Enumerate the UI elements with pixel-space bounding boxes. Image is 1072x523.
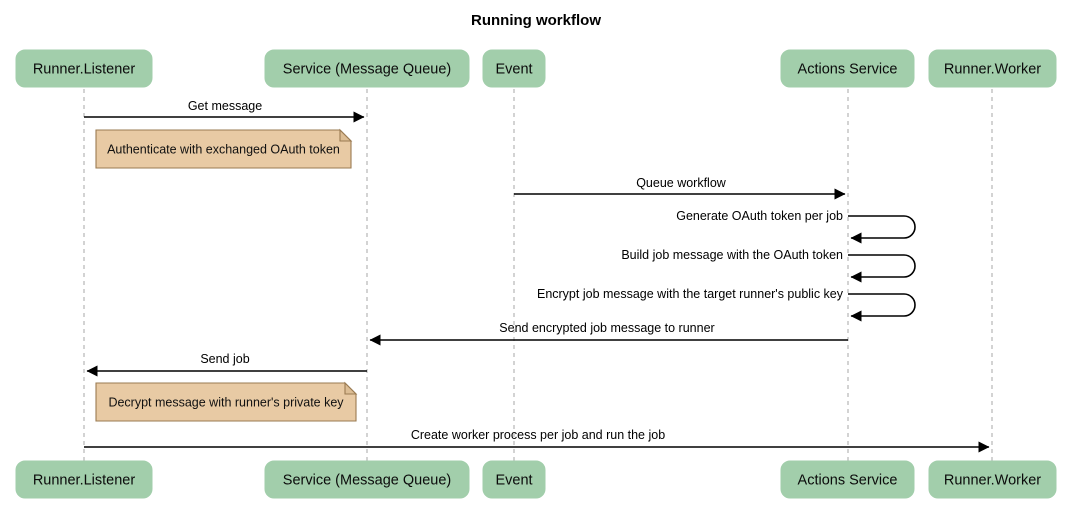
note-body [95,382,357,422]
message-label: Get message [188,99,262,113]
message-label: Send encrypted job message to runner [499,321,714,335]
actor-event-top[interactable]: Event [482,49,546,88]
message-m4[interactable]: Build job message with the OAuth token [621,248,916,283]
actor-service-bottom[interactable]: Service (Message Queue) [264,460,470,499]
lifelines-group [83,89,993,461]
actor-actions-bottom[interactable]: Actions Service [780,460,915,499]
self-message-arrow [848,293,916,322]
actor-box [15,460,153,499]
notes-group: Authenticate with exchanged OAuth tokenD… [95,128,358,422]
note-body [95,129,352,169]
actor-box [780,49,915,88]
message-m7[interactable]: Send job [86,352,367,377]
actor-listener-top[interactable]: Runner.Listener [15,49,153,88]
note-text: Authenticate with exchanged OAuth token [107,142,340,156]
actor-box [264,49,470,88]
self-message-arrow [848,254,916,283]
actor-label: Actions Service [798,61,898,77]
message-m5[interactable]: Encrypt job message with the target runn… [537,287,916,322]
actor-box [15,49,153,88]
actor-label: Service (Message Queue) [283,472,451,488]
actor-label: Service (Message Queue) [283,61,451,77]
message-m1[interactable]: Get message [84,99,365,123]
actor-label: Runner.Listener [33,61,136,77]
actor-label: Actions Service [798,472,898,488]
note-fold-corner [344,381,358,395]
message-m3[interactable]: Generate OAuth token per job [676,209,916,244]
message-label: Queue workflow [636,176,727,190]
actor-label: Event [495,61,532,77]
actor-label: Runner.Listener [33,472,136,488]
message-m6[interactable]: Send encrypted job message to runner [369,321,848,346]
note-fold-corner [339,128,353,142]
message-label: Create worker process per job and run th… [411,428,665,442]
message-label: Encrypt job message with the target runn… [537,287,844,301]
actor-box [928,49,1057,88]
message-label: Build job message with the OAuth token [621,248,843,262]
message-label: Generate OAuth token per job [676,209,843,223]
actor-box [482,49,546,88]
page-title: Running workflow [471,12,601,29]
note-note1: Authenticate with exchanged OAuth token [95,128,353,169]
note-text: Decrypt message with runner's private ke… [108,395,344,409]
actor-worker-top[interactable]: Runner.Worker [928,49,1057,88]
actor-event-bottom[interactable]: Event [482,460,546,499]
message-m8[interactable]: Create worker process per job and run th… [84,428,990,453]
actor-box [264,460,470,499]
actor-actions-top[interactable]: Actions Service [780,49,915,88]
actor-listener-bottom[interactable]: Runner.Listener [15,460,153,499]
actor-box [780,460,915,499]
message-m2[interactable]: Queue workflow [514,176,846,200]
actor-label: Event [495,472,532,488]
actor-worker-bottom[interactable]: Runner.Worker [928,460,1057,499]
note-note2: Decrypt message with runner's private ke… [95,381,358,422]
actor-label: Runner.Worker [944,472,1041,488]
message-label: Send job [200,352,249,366]
self-message-arrow [848,215,916,244]
actor-service-top[interactable]: Service (Message Queue) [264,49,470,88]
actor-box [482,460,546,499]
actor-label: Runner.Worker [944,61,1041,77]
actor-box [928,460,1057,499]
